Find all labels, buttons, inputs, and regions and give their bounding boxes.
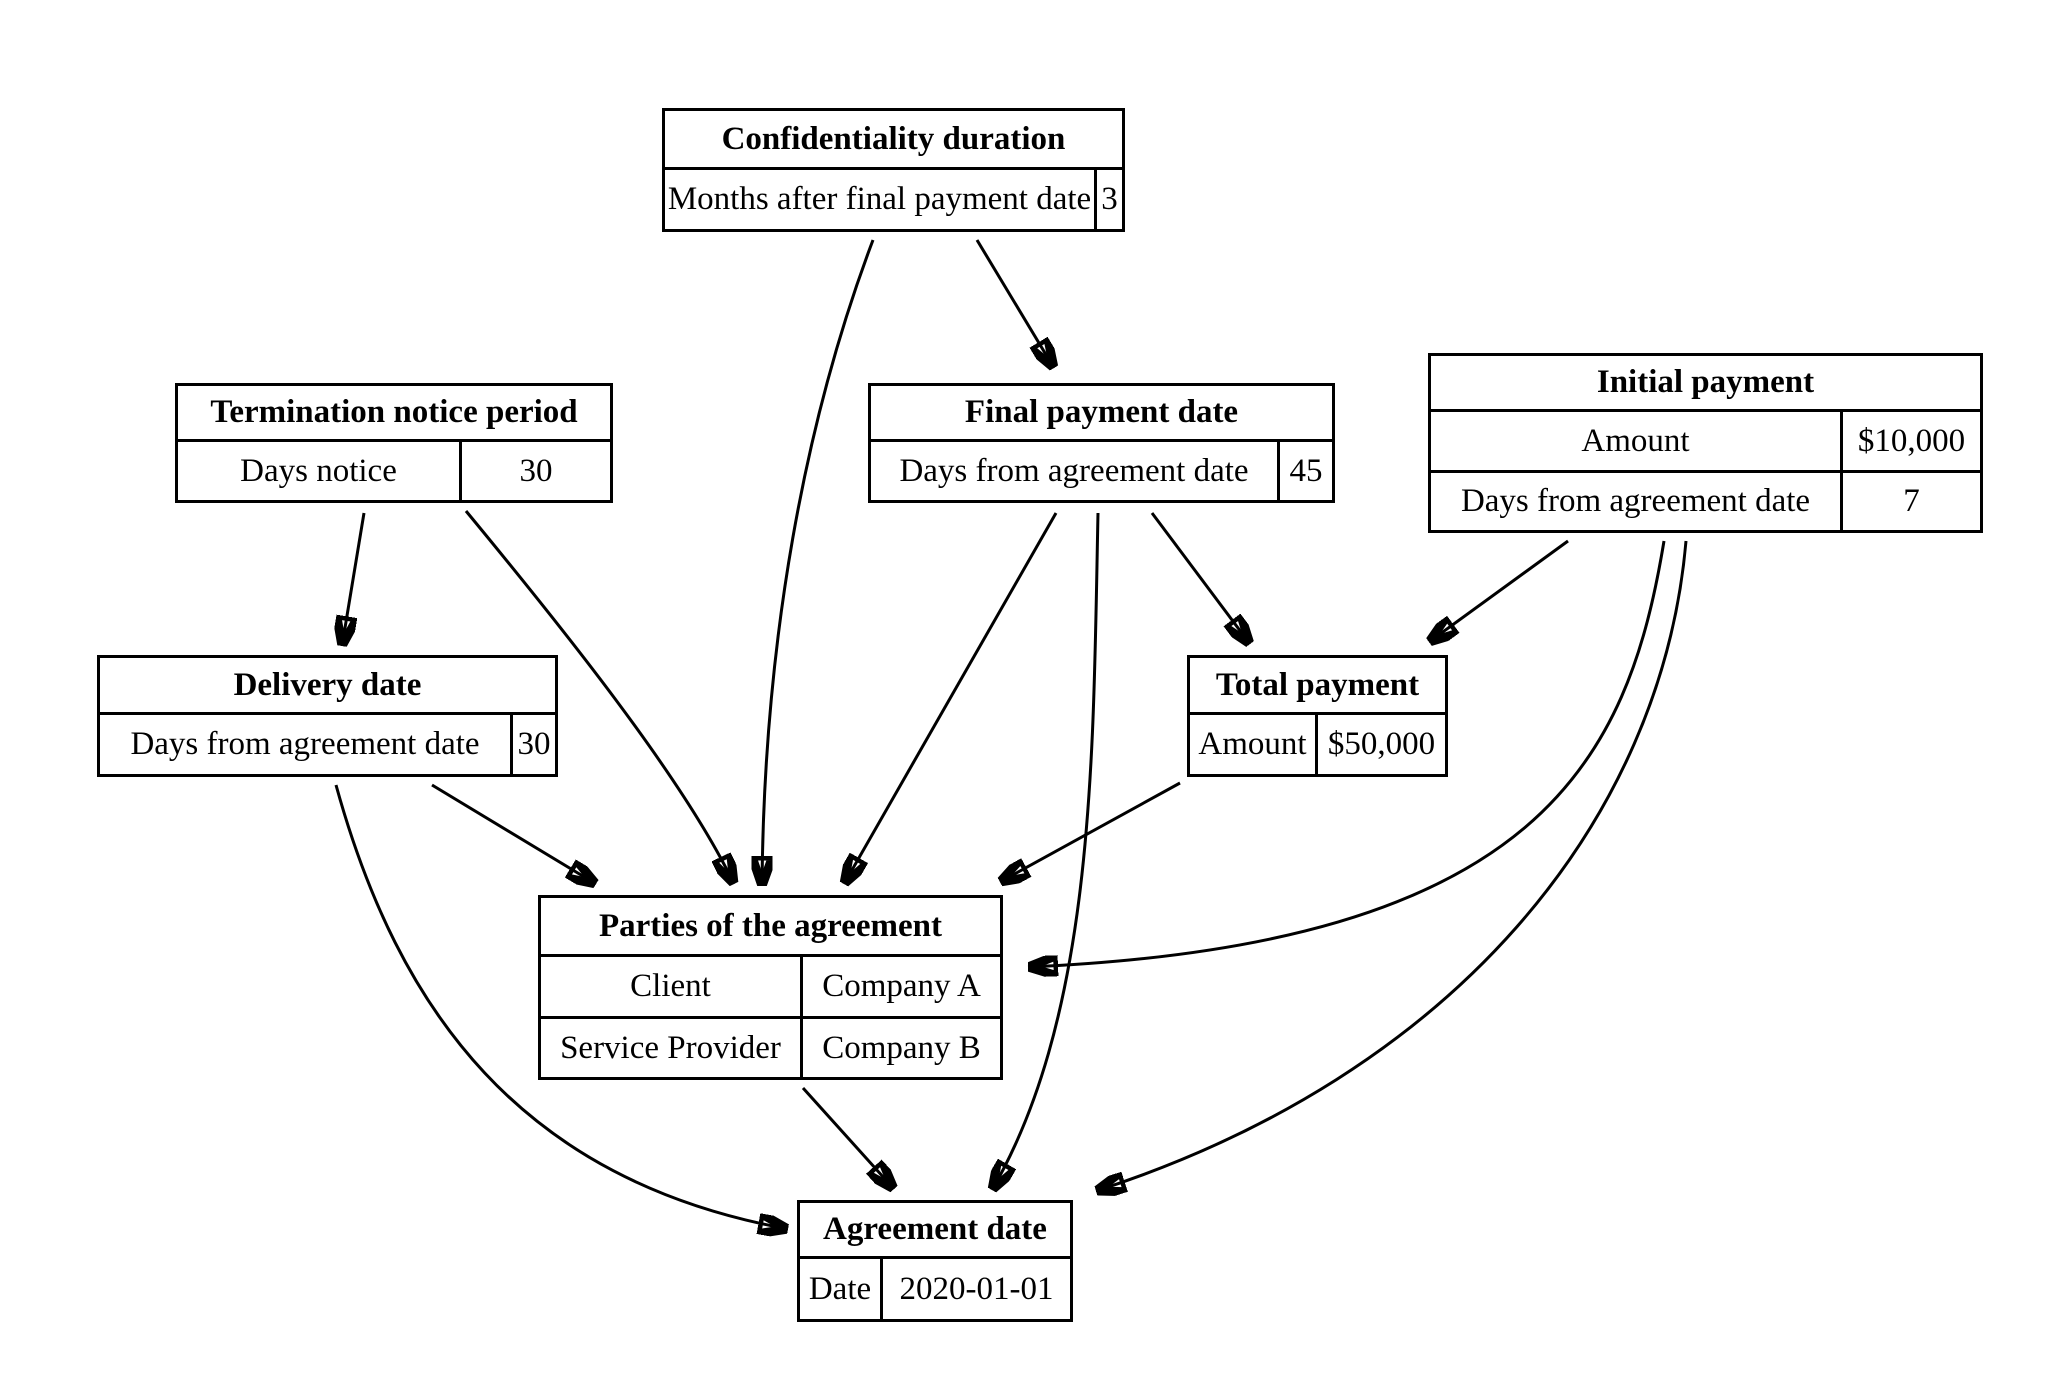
row-value: 45: [1289, 452, 1323, 489]
row-value: Company B: [822, 1029, 981, 1066]
node-row: Service Provider Company B: [541, 1015, 1000, 1077]
edge-final-payment-date-to-agreement-date: [992, 512, 1100, 1190]
node-confidentiality-duration: Confidentiality duration Months after fi…: [662, 108, 1125, 232]
edge-termination-notice-period-to-parties: [464, 510, 734, 884]
node-final-payment-date: Final payment date Days from agreement d…: [868, 383, 1335, 503]
node-row: Date 2020-01-01: [800, 1259, 1070, 1319]
row-value: 3: [1101, 181, 1118, 218]
node-agreement-date: Agreement date Date 2020-01-01: [797, 1200, 1073, 1322]
node-delivery-date: Delivery date Days from agreement date 3…: [97, 655, 558, 777]
node-title: Agreement date: [800, 1203, 1070, 1259]
edge-confidentiality-duration-to-parties: [762, 239, 875, 886]
node-parties-of-the-agreement: Parties of the agreement Client Company …: [538, 895, 1003, 1080]
node-row: Client Company A: [541, 957, 1000, 1016]
row-value: 30: [519, 452, 553, 489]
row-value: $10,000: [1857, 422, 1966, 459]
row-value: $50,000: [1327, 726, 1436, 763]
edge-delivery-date-to-agreement-date: [334, 784, 788, 1229]
edge-initial-payment-to-total-payment: [1429, 539, 1569, 642]
row-label: Months after final payment date: [665, 170, 1097, 229]
node-row: Amount $10,000: [1431, 412, 1980, 470]
edge-initial-payment-to-parties: [1028, 540, 1666, 967]
row-value: Company A: [822, 968, 981, 1005]
node-title: Initial payment: [1431, 356, 1980, 412]
row-label: Days notice: [178, 442, 462, 500]
edge-total-payment-to-parties: [1000, 781, 1181, 882]
node-row: Months after final payment date 3: [665, 170, 1122, 229]
node-initial-payment: Initial payment Amount $10,000 Days from…: [1428, 353, 1983, 533]
node-total-payment: Total payment Amount $50,000: [1187, 655, 1448, 777]
edge-confidentiality-duration-to-final-payment-date: [975, 239, 1054, 368]
row-label: Date: [800, 1259, 883, 1319]
edge-delivery-date-to-parties: [431, 783, 596, 884]
edge-initial-payment-to-agreement-date: [1096, 540, 1688, 1191]
row-value: 30: [517, 726, 551, 763]
row-value: 2020-01-01: [899, 1270, 1054, 1307]
node-row: Amount $50,000: [1190, 715, 1445, 774]
row-label: Amount: [1431, 412, 1843, 470]
row-label: Days from agreement date: [100, 715, 513, 774]
edge-parties-to-agreement-date: [801, 1086, 894, 1189]
edge-final-payment-date-to-parties: [844, 512, 1058, 884]
node-title: Termination notice period: [178, 386, 610, 442]
node-title: Total payment: [1190, 658, 1445, 715]
row-value: 7: [1903, 483, 1920, 520]
row-label: Amount: [1190, 715, 1318, 774]
row-label: Days from agreement date: [1431, 472, 1843, 530]
node-title: Confidentiality duration: [665, 111, 1122, 170]
node-row: Days from agreement date 30: [100, 715, 555, 774]
edge-termination-notice-period-to-delivery-date: [342, 512, 366, 646]
node-row: Days notice 30: [178, 442, 610, 500]
row-label: Service Provider: [541, 1018, 803, 1077]
row-label: Client: [541, 957, 803, 1016]
node-row: Days from agreement date 7: [1431, 469, 1980, 530]
edge-final-payment-date-to-total-payment: [1150, 512, 1250, 644]
node-title: Parties of the agreement: [541, 898, 1000, 957]
node-title: Delivery date: [100, 658, 555, 715]
node-title: Final payment date: [871, 386, 1332, 442]
node-termination-notice-period: Termination notice period Days notice 30: [175, 383, 613, 503]
node-row: Days from agreement date 45: [871, 442, 1332, 500]
row-label: Days from agreement date: [871, 442, 1280, 500]
